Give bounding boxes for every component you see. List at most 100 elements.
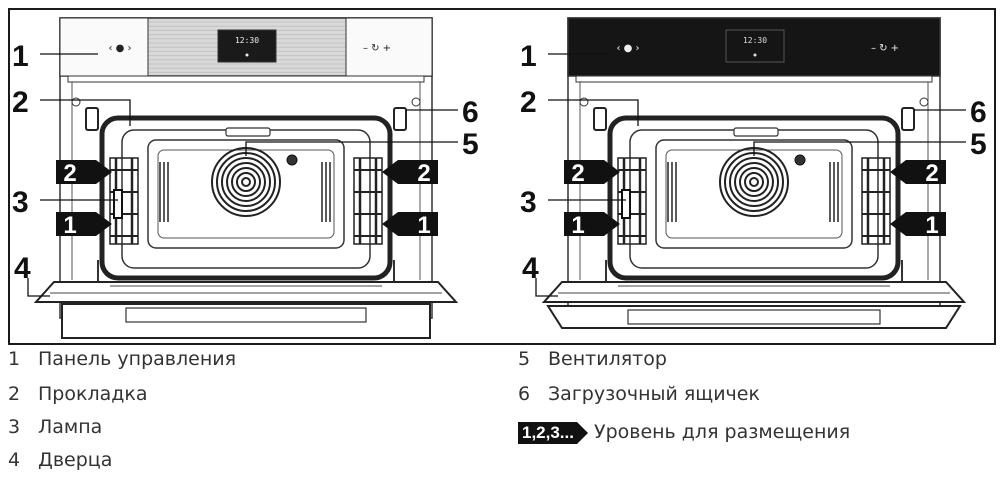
door-top: [541, 281, 967, 303]
callout-line-5: [245, 141, 458, 156]
legend-num: 3: [8, 416, 21, 438]
drawer-slot: [85, 107, 99, 131]
level-arrow-shape: [382, 212, 438, 236]
drawer-slot: [593, 107, 607, 131]
legend-num: 1: [8, 348, 21, 370]
fan-ring: [241, 177, 251, 187]
fan-ring: [744, 172, 764, 192]
legend-label: Загрузочный ящичек: [548, 383, 760, 405]
door-handle: [627, 309, 881, 325]
legend-num: 2: [8, 383, 21, 405]
level-arrow-shape: [56, 160, 112, 184]
panel-strip: [575, 75, 933, 83]
panel-buttons-right: – ↻ +: [363, 43, 391, 54]
callout-line-2: [40, 99, 131, 126]
fan-ring: [739, 167, 769, 197]
panel-strip: [67, 75, 425, 83]
callout-1: 1: [12, 40, 29, 73]
callout-5: 5: [462, 128, 479, 161]
level-arrow-label: 1: [571, 212, 584, 239]
level-badge-icon: 1,2,3...: [518, 421, 588, 444]
level-arrow-shape: [56, 212, 112, 236]
panel-right: [345, 17, 433, 77]
display-time: 12:30: [235, 36, 259, 45]
display-window: [217, 29, 277, 63]
hinge-hole: [579, 97, 589, 107]
callout-6: 6: [970, 96, 987, 129]
callout-6: 6: [462, 96, 479, 129]
legend-item-2: 2 Прокладка: [8, 383, 148, 405]
legend-label: Лампа: [38, 416, 103, 438]
fan-screw: [286, 154, 298, 166]
back-panel: [147, 139, 345, 249]
display-dot: [753, 53, 757, 57]
legend-num: 6: [518, 383, 531, 405]
fan-ring: [236, 172, 256, 192]
level-arrow-label: 2: [571, 160, 584, 187]
fan-ring: [749, 177, 759, 187]
door-handle: [125, 307, 367, 323]
legend-label: Вентилятор: [548, 348, 667, 370]
legend-item-6: 6 Загрузочный ящичек: [518, 383, 760, 405]
loading-drawer: [393, 107, 407, 131]
level-arrow-label: 2: [417, 160, 430, 187]
shelf-rack: [109, 157, 139, 245]
shelf-rack: [617, 157, 647, 245]
back-panel: [655, 139, 853, 249]
hinge-hole: [411, 97, 421, 107]
legend-item-level: 1,2,3... Уровень для размещения: [518, 421, 850, 444]
legend-item-1: 1 Панель управления: [8, 348, 236, 370]
level-arrow-shape: [564, 160, 620, 184]
level-arrow-label: 1: [63, 212, 76, 239]
callout-4: 4: [14, 252, 31, 285]
lamp: [113, 189, 123, 219]
callout-4: 4: [522, 252, 539, 285]
shelf-rack: [353, 157, 383, 245]
level-arrow-label: 2: [63, 160, 76, 187]
legend-item-3: 3 Лампа: [8, 416, 102, 438]
loading-drawer: [901, 107, 915, 131]
legend-item-5: 5 Вентилятор: [518, 348, 667, 370]
level-arrow-shape: [890, 160, 946, 184]
callout-2: 2: [520, 86, 537, 119]
display-dot: [245, 53, 249, 57]
callout-line-5: [753, 141, 966, 156]
level-arrow-label: 2: [925, 160, 938, 187]
panel-left: [59, 17, 149, 77]
callout-line-2: [548, 99, 639, 126]
legend-label: Дверца: [38, 449, 113, 471]
callout-5: 5: [970, 128, 987, 161]
legend-label: Прокладка: [38, 383, 148, 405]
level-arrow-shape: [382, 160, 438, 184]
callout-2: 2: [12, 86, 29, 119]
level-arrow-label: 1: [417, 212, 430, 239]
top-vent: [225, 127, 271, 137]
legend-item-4: 4 Дверца: [8, 449, 112, 471]
panel-buttons-right: – ↻ +: [871, 43, 899, 54]
legend-label: Уровень для размещения: [593, 421, 851, 443]
level-arrow-label: 1: [925, 212, 938, 239]
legend-num: 5: [518, 348, 531, 370]
legend-label: Панель управления: [38, 348, 237, 370]
hinge-hole: [71, 97, 81, 107]
lamp: [621, 189, 631, 219]
oven-black: 12:30 ‹ ● › – ↻ + 1 2 3 4 56 2 1 2 1: [520, 17, 987, 329]
level-arrow-shape: [890, 212, 946, 236]
display-time: 12:30: [743, 36, 767, 45]
callout-1: 1: [520, 40, 537, 73]
panel-buttons-left: ‹ ● ›: [616, 43, 639, 54]
shelf-rack: [861, 157, 891, 245]
fan-ring: [231, 167, 261, 197]
hinge-hole: [919, 97, 929, 107]
callout-3: 3: [520, 186, 537, 219]
fan-ring: [729, 157, 779, 207]
legend-num: 4: [8, 449, 21, 471]
level-arrow-shape: [564, 212, 620, 236]
fan-ring: [221, 157, 271, 207]
callout-line-4: [535, 278, 558, 297]
legend: 1 Панель управления 2 Прокладка 3 Лампа 4 Дв…: [0, 348, 1000, 477]
fan-ring: [226, 162, 266, 202]
